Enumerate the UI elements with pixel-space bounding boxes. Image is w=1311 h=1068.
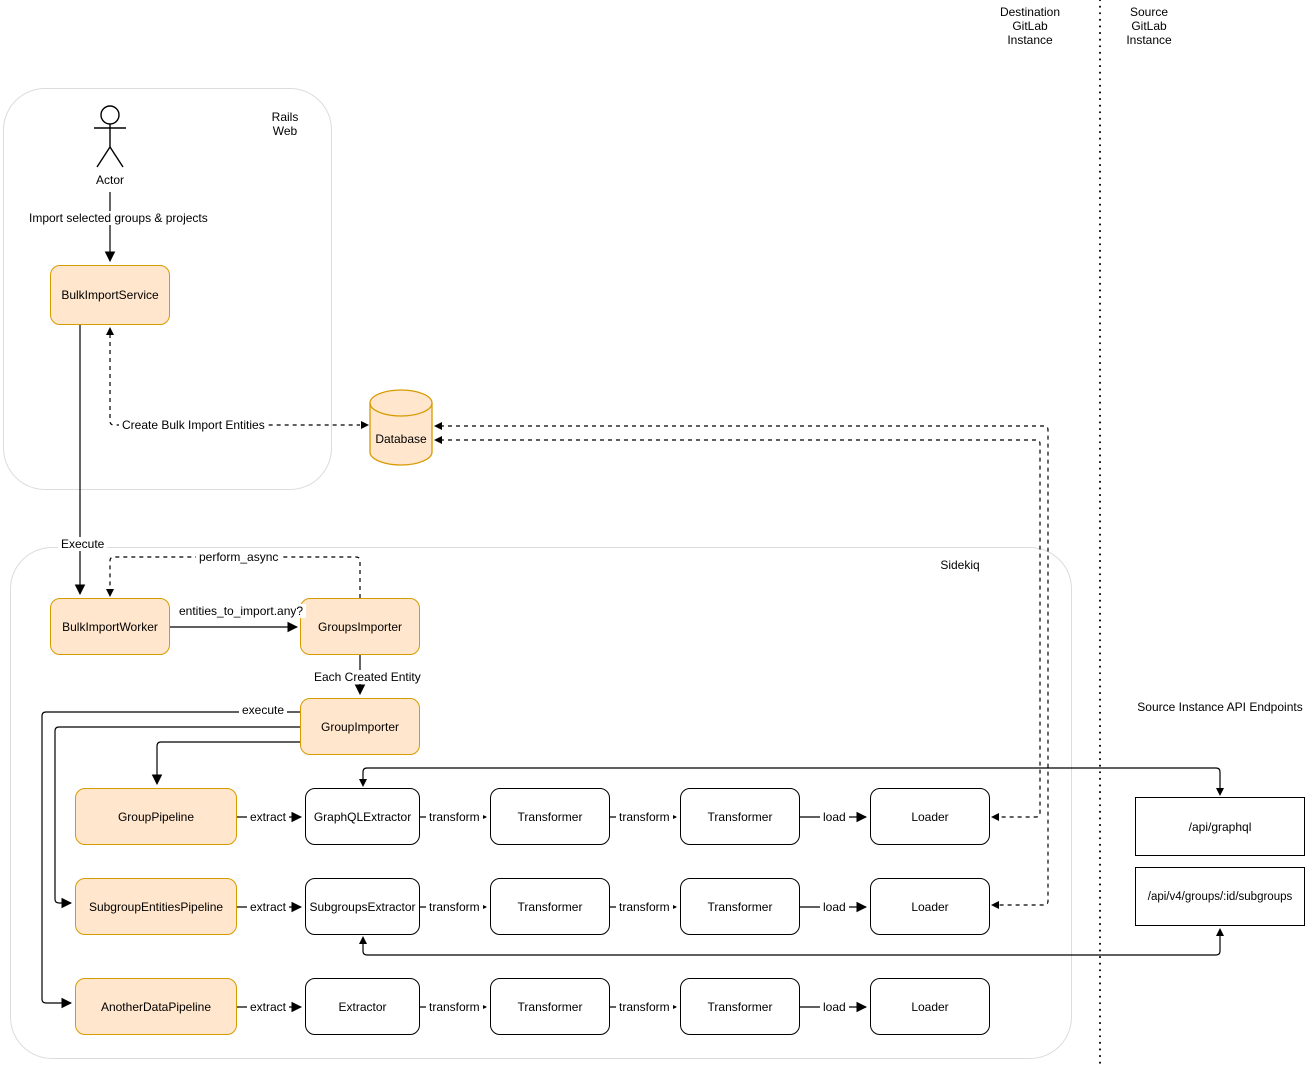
dashed-arrowheads — [106, 327, 999, 909]
database-cylinder — [369, 389, 433, 466]
node-transformer-3a: Transformer — [490, 978, 610, 1035]
node-loader-3: Loader — [870, 978, 990, 1035]
source-lane-label: Source GitLab Instance — [1126, 5, 1172, 47]
node-transformer-3b: Transformer — [680, 978, 800, 1035]
edge-label-load-3: load — [820, 1000, 849, 1014]
destination-lane-label: Destination GitLab Instance — [999, 5, 1061, 47]
node-bulk-import-service: BulkImportService — [50, 265, 170, 325]
node-graphql-extractor: GraphQLExtractor — [305, 788, 420, 845]
endpoint-api-graphql: /api/graphql — [1135, 797, 1305, 856]
edge-label-transform-2b: transform — [616, 900, 673, 914]
edge-label-transform-1a: transform — [426, 810, 483, 824]
edge-label-transform-2a: transform — [426, 900, 483, 914]
edge-label-create-entities: Create Bulk Import Entities — [119, 418, 268, 432]
rails-web-label: Rails Web — [271, 110, 299, 138]
node-loader-2: Loader — [870, 878, 990, 935]
edge-label-transform-3a: transform — [426, 1000, 483, 1014]
database-label: Database — [375, 432, 427, 446]
api-endpoints-title: Source Instance API Endpoints — [1137, 700, 1303, 714]
node-transformer-1a: Transformer — [490, 788, 610, 845]
edge-label-importer-execute: execute — [239, 703, 288, 717]
rails-web-container — [3, 88, 332, 490]
node-transformer-2a: Transformer — [490, 878, 610, 935]
node-bulk-import-worker: BulkImportWorker — [50, 598, 170, 655]
edge-label-load-2: load — [820, 900, 849, 914]
edge-label-execute: Execute — [58, 537, 108, 551]
actor-figure — [94, 105, 126, 168]
edge-label-each-created-entity: Each Created Entity — [311, 670, 424, 684]
node-transformer-2b: Transformer — [680, 878, 800, 935]
node-another-data-pipeline: AnotherDataPipeline — [75, 978, 237, 1035]
actor-label: Actor — [95, 173, 124, 187]
sidekiq-label: Sidekiq — [940, 558, 980, 572]
edge-label-transform-3b: transform — [616, 1000, 673, 1014]
node-loader-1: Loader — [870, 788, 990, 845]
endpoint-api-v4-subgroups: /api/v4/groups/:id/subgroups — [1135, 867, 1305, 926]
edge-label-extract-1: extract — [247, 810, 290, 824]
sidekiq-container — [10, 547, 1072, 1059]
node-group-pipeline: GroupPipeline — [75, 788, 237, 845]
node-group-importer: GroupImporter — [300, 698, 420, 755]
node-subgroups-extractor: SubgroupsExtractor — [305, 878, 420, 935]
node-groups-importer: GroupsImporter — [300, 598, 420, 655]
dashed-connectors — [109, 334, 1049, 906]
edge-label-extract-3: extract — [247, 1000, 290, 1014]
edge-label-perform-async: perform_async — [196, 550, 282, 564]
edge-label-load-1: load — [820, 810, 849, 824]
node-extractor: Extractor — [305, 978, 420, 1035]
node-transformer-1b: Transformer — [680, 788, 800, 845]
node-subgroup-entities-pipeline: SubgroupEntitiesPipeline — [75, 878, 237, 935]
endpoint-arrowheads — [359, 779, 1224, 944]
edge-label-import-selected: Import selected groups & projects — [26, 211, 211, 225]
edge-label-entities-to-import: entities_to_import.any? — [176, 604, 307, 618]
edge-label-extract-2: extract — [247, 900, 290, 914]
edge-label-transform-1b: transform — [616, 810, 673, 824]
